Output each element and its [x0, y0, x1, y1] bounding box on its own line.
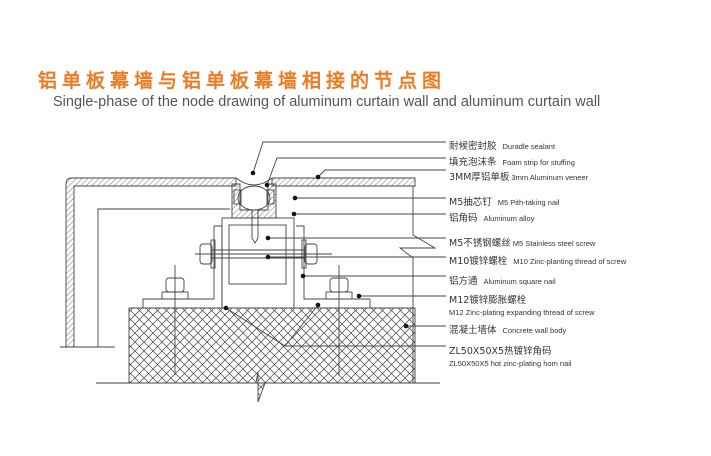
label-sealant: 耐候密封胶 Duradle sealant [449, 137, 555, 153]
label-en: M12 Zinc-plating expanding thread of scr… [449, 308, 595, 317]
label-expanding-screw: M12镀锌膨胀螺栓 M12 Zinc-plating expanding thre… [449, 291, 595, 317]
label-en: M5 Stainless steel screw [512, 239, 596, 248]
label-zh: 3MM厚铝单板 [449, 172, 510, 183]
label-zh: 填充泡沫条 [449, 157, 497, 168]
label-foam-strip: 填充泡沫条 Foam strip for stuffing [449, 153, 575, 169]
label-concrete: 混凝土墙体 Concrete wall body [449, 321, 566, 337]
label-en: Foam strip for stuffing [502, 158, 575, 167]
label-en: Aluminum square nail [483, 277, 556, 286]
aluminum-veneer-left [65, 177, 237, 348]
foam-strip [237, 185, 271, 211]
label-zh: 铝角码 [449, 213, 478, 224]
aluminum-veneer-right [271, 177, 416, 187]
page-subtitle: Single-phase of the node drawing of alum… [53, 94, 601, 110]
aluminum-angle-top [231, 183, 277, 219]
label-en: Aluminum alloy [483, 214, 535, 223]
label-zh: M5不锈钢螺丝 [449, 238, 511, 249]
m5-nail [251, 210, 259, 244]
concrete-wall [128, 307, 416, 403]
label-square-nail: 铝方通 Aluminum square nail [449, 272, 556, 288]
nut-right [304, 243, 318, 265]
label-pith-nail: M5抽芯钉 M5 Pith-taking nail [449, 193, 559, 209]
nut-left [199, 243, 213, 265]
label-zh: M10镀锌螺栓 [449, 256, 508, 267]
label-en: ZL50X50X5 hot zinc-plating hom nail [449, 359, 572, 368]
label-en: M5 Pith-taking nail [497, 198, 560, 207]
label-zh: M12镀锌膨胀螺栓 [449, 295, 527, 306]
label-en: Duradle sealant [502, 142, 556, 151]
label-en: 3mm Aluminum veneer [511, 173, 589, 182]
label-zh: 耐候密封胶 [449, 141, 497, 152]
label-aluminum-alloy: 铝角码 Aluminum alloy [449, 209, 534, 225]
label-horn-nail: ZL50X50X5热镀锌角码 ZL50X50X5 hot zinc-plating… [449, 342, 572, 368]
label-en: M10 Zinc-planting thread of screw [513, 257, 627, 266]
label-zh: 铝方通 [449, 276, 478, 287]
label-zh: 混凝土墙体 [449, 325, 497, 336]
label-zh: M5抽芯钉 [449, 197, 492, 208]
label-en: Concrete wall body [502, 326, 567, 335]
page-title: 铝单板幕墙与铝单板幕墙相接的节点图 [38, 70, 447, 92]
label-zh: ZL50X50X5热镀锌角码 [449, 346, 552, 357]
label-m10-screw: M10镀锌螺栓 M10 Zinc-planting thread of screw [449, 252, 626, 268]
